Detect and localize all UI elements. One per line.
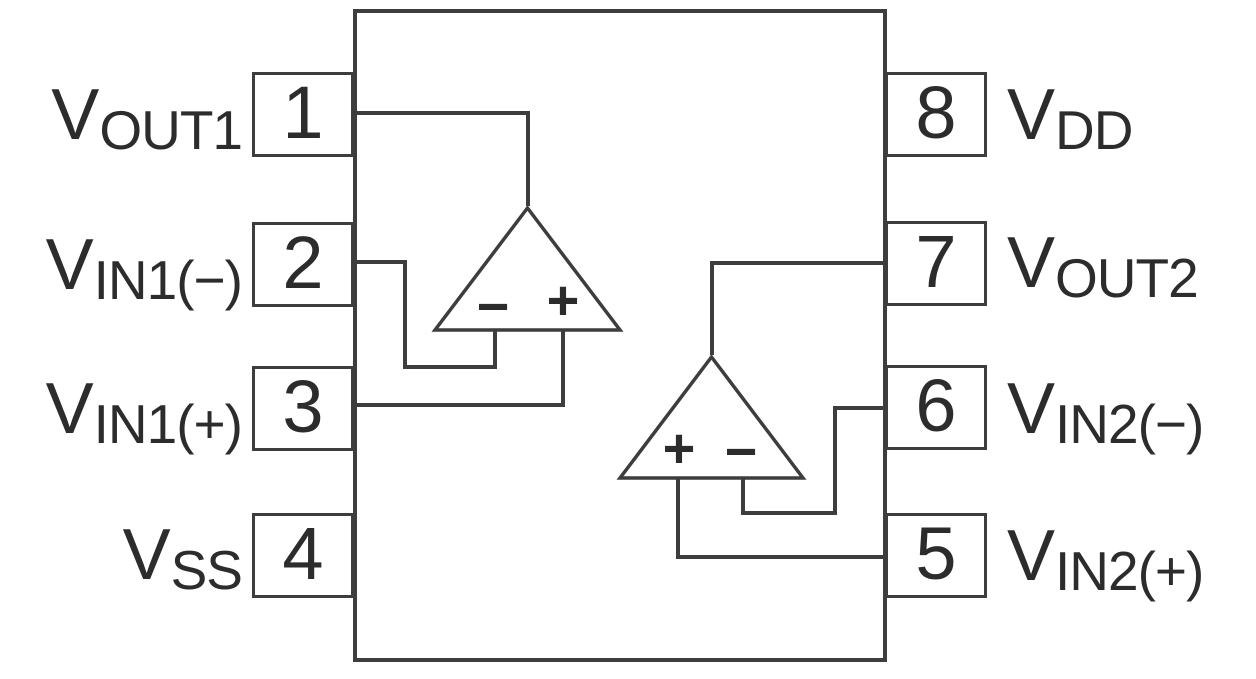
ic-body <box>353 9 887 662</box>
pin-number-1: 1 <box>282 70 324 154</box>
pin-number-6: 6 <box>915 363 957 447</box>
wire-pin2-opamp1-inverting <box>355 260 497 369</box>
wire-pin1-opamp1-output <box>355 111 530 206</box>
pin-box-3: 3 <box>252 366 354 451</box>
pin-label-main: V <box>1007 223 1056 303</box>
pin-box-4: 4 <box>252 513 354 598</box>
pin-number-5: 5 <box>915 511 957 595</box>
pin-label-sub: IN1(+) <box>93 392 243 455</box>
pin-box-1: 1 <box>252 72 354 157</box>
opamp1-inverting-sign: − <box>477 275 510 338</box>
pin-label-sub: OUT2 <box>1055 246 1199 309</box>
pin-label-sub: IN2(+) <box>1055 539 1204 602</box>
pin-number-3: 3 <box>282 364 324 448</box>
wire-pin5-opamp2-noninverting <box>676 476 885 559</box>
pin-number-8: 8 <box>915 70 957 154</box>
opamp2-noninverting-sign: + <box>663 417 696 480</box>
pin-label-main: V <box>45 225 94 305</box>
opamp2-inverting-sign: − <box>725 420 758 483</box>
pin-label-main: V <box>51 75 100 155</box>
pin-label-main: V <box>1007 75 1056 155</box>
wire-pin6-opamp2-inverting <box>741 406 885 515</box>
pin-box-8: 8 <box>885 72 987 157</box>
pin-label-main: V <box>45 369 94 449</box>
pin-box-5: 5 <box>885 513 987 598</box>
opamp1-noninverting-sign: + <box>547 269 580 332</box>
pin-label-sub: OUT1 <box>99 98 243 161</box>
pin-box-6: 6 <box>885 365 987 450</box>
pin-box-7: 7 <box>885 221 987 306</box>
pin-number-7: 7 <box>915 219 957 303</box>
opamp2-triangle <box>616 354 807 480</box>
wire-pin7-opamp2-output <box>710 261 885 355</box>
pin-label-sub: IN2(−) <box>1055 392 1204 455</box>
pin-label-sub: IN1(−) <box>93 248 243 311</box>
pin-box-2: 2 <box>252 222 354 307</box>
pin-label-main: V <box>1007 516 1056 596</box>
opamp1-triangle <box>431 205 624 332</box>
pin-label-sub: DD <box>1055 98 1133 161</box>
pin-label-main: V <box>122 515 171 595</box>
pin-label-main: V <box>1007 369 1056 449</box>
pin-number-2: 2 <box>282 220 324 304</box>
wire-pin3-opamp1-noninverting <box>355 328 565 407</box>
pin-number-4: 4 <box>282 511 324 595</box>
pin-label-sub: SS <box>170 538 243 601</box>
